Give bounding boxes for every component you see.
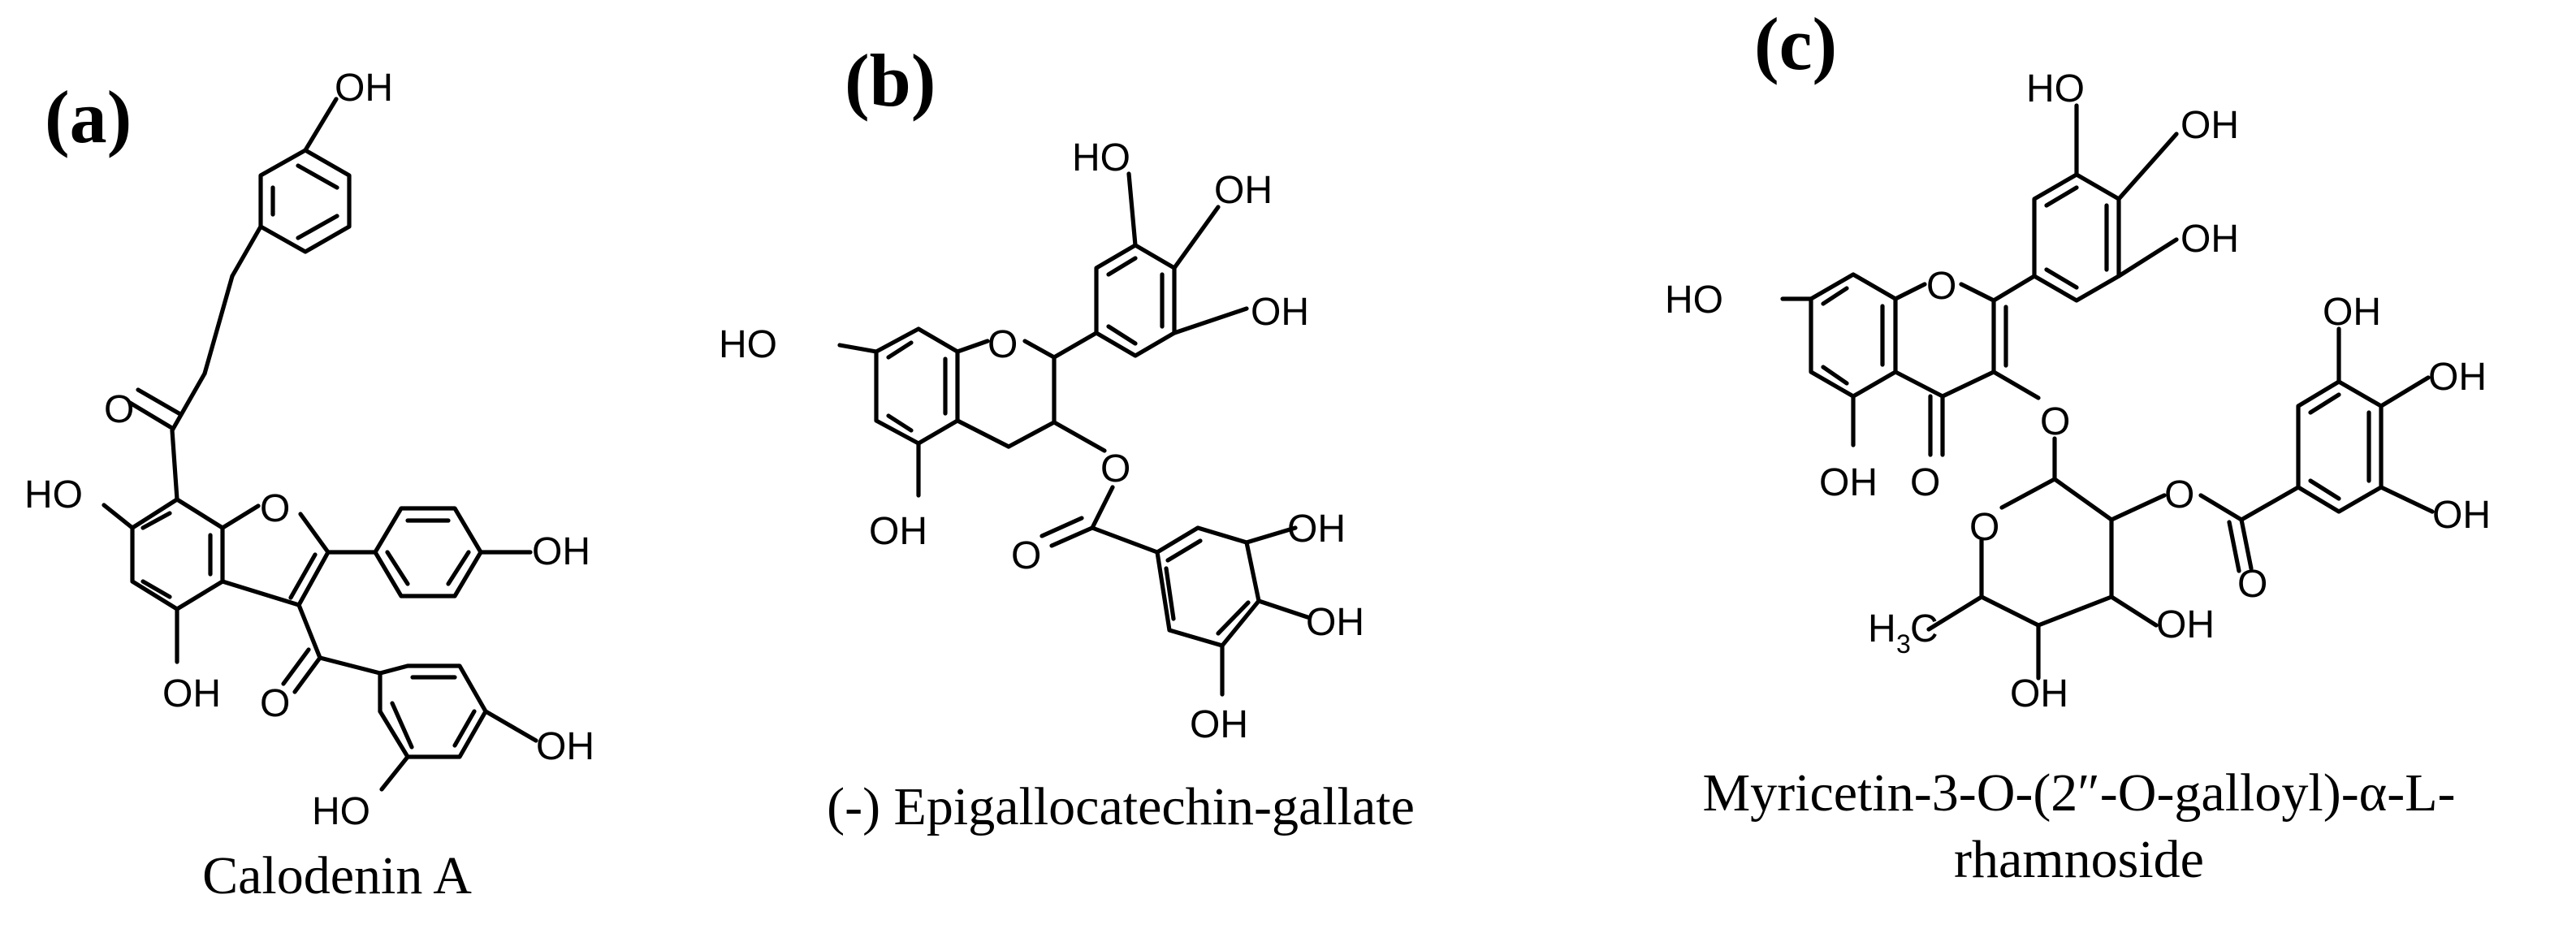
atom-label: OH xyxy=(2181,218,2239,261)
panel-b-caption: (-) Epigallocatechin-gallate xyxy=(827,777,1415,836)
panel-b-letter: (b) xyxy=(845,39,936,122)
atom-label: OH xyxy=(2323,291,2381,334)
atom-label: OH xyxy=(2432,494,2491,537)
atom-label: OH xyxy=(532,530,590,573)
atom-label: H xyxy=(1868,607,1896,650)
atom-label: OH xyxy=(1306,601,1364,644)
atom-label: C xyxy=(1910,607,1938,650)
panel-a-letter: (a) xyxy=(45,76,132,158)
atom-label: OH xyxy=(2010,672,2068,715)
atom-label: OH xyxy=(2181,104,2239,147)
panel-c-letter: (c) xyxy=(1754,2,1837,85)
atom-label: OH xyxy=(536,725,594,768)
calodenin-a-atom-labels: OH O HO O OH OH O OH HO xyxy=(24,67,594,833)
atom-label: O xyxy=(2040,400,2070,443)
atom-label: OH xyxy=(2156,603,2215,646)
panel-c-caption-line-2: rhamnoside xyxy=(1954,830,2204,889)
atom-label: OH xyxy=(1287,508,1346,551)
calodenin-a-structure xyxy=(102,97,538,792)
panel-c-caption-line-1: Myricetin-3-O-(2″-O-galloyl)-α-L- xyxy=(1702,763,2455,823)
atom-label: HO xyxy=(312,790,370,833)
atom-label: OH xyxy=(162,672,221,715)
atom-label: O xyxy=(1969,506,1999,549)
atom-label: O xyxy=(104,388,134,431)
atom-label: HO xyxy=(24,473,83,516)
atom-label: O xyxy=(1100,447,1130,490)
egcg-atom-labels: HO OH HO O OH O OH O OH OH OH xyxy=(719,136,1364,746)
atom-label: O xyxy=(1926,265,1956,308)
atom-label: HO xyxy=(1072,136,1130,179)
atom-label: OH xyxy=(1214,169,1273,212)
myricetin-atom-labels: HO OH OH HO O OH O OH O OH O OH O OH O H… xyxy=(1665,67,2491,715)
panel-c: (c) xyxy=(1665,2,2491,889)
epigallocatechin-gallate-structure xyxy=(837,171,1310,697)
panel-a-caption: Calodenin A xyxy=(202,846,472,905)
atom-label: OH xyxy=(869,510,927,553)
atom-label: HO xyxy=(1665,279,1723,322)
atom-label: O xyxy=(260,487,290,530)
atom-label: OH xyxy=(1819,461,1878,504)
atom-label: 3 xyxy=(1896,629,1911,659)
myricetin-rhamnoside-structure xyxy=(1780,103,2435,681)
atom-label: OH xyxy=(1251,291,1309,334)
atom-label: O xyxy=(988,323,1018,366)
atom-label: HO xyxy=(2026,67,2085,110)
atom-label: OH xyxy=(2428,356,2487,399)
panel-a: (a) xyxy=(24,67,594,905)
atom-label: OH xyxy=(335,67,393,110)
atom-label: OH xyxy=(1190,703,1248,746)
atom-label: O xyxy=(2237,563,2267,606)
atom-label: O xyxy=(1910,461,1940,504)
panel-b: (b) xyxy=(719,39,1415,836)
atom-label: O xyxy=(2164,473,2194,516)
atom-label: O xyxy=(260,682,290,725)
atom-label: HO xyxy=(719,323,777,366)
atom-label: O xyxy=(1011,534,1041,577)
